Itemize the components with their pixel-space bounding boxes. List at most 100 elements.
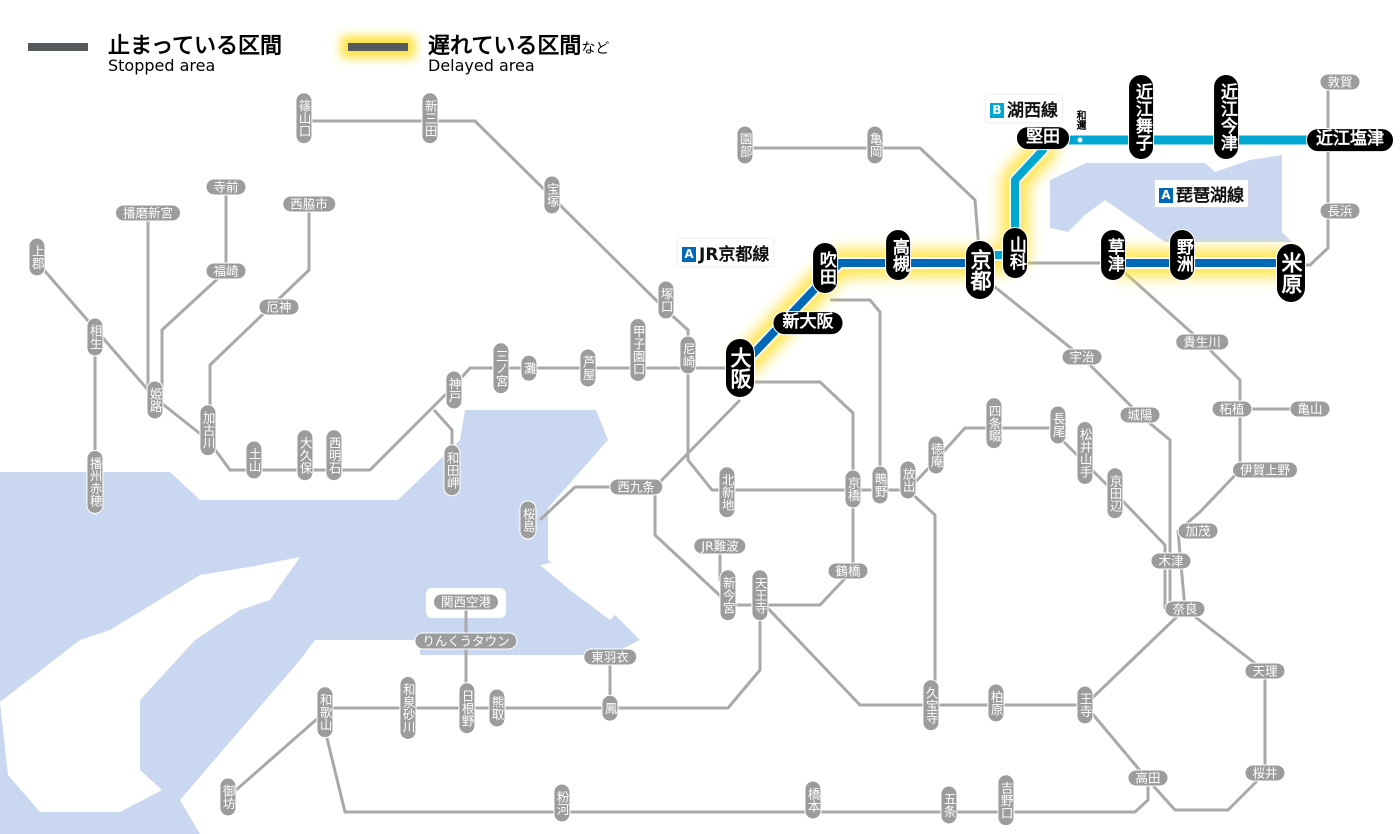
station-affected[interactable]: 大阪 [724, 338, 756, 398]
port-land [540, 560, 620, 620]
station-normal[interactable]: 京田辺 [1106, 467, 1124, 519]
station-normal[interactable]: 鴫野 [871, 465, 889, 505]
station-affected[interactable]: 新大阪 [772, 311, 844, 335]
station-normal[interactable]: 加古川 [199, 404, 217, 456]
station-normal[interactable]: りんくうタウン [414, 632, 518, 650]
station-normal[interactable]: 芦屋 [579, 348, 597, 388]
station-normal[interactable]: 四条畷 [985, 397, 1003, 449]
station-normal[interactable]: 熊取 [488, 688, 506, 728]
station-normal[interactable]: 鶴橋 [827, 562, 869, 580]
station-normal[interactable]: JR難波 [693, 537, 747, 555]
osaka-bay [0, 410, 640, 834]
station-normal[interactable]: 尼崎 [679, 335, 697, 375]
station-affected[interactable]: 吹田 [812, 242, 838, 294]
station-normal[interactable]: 徳庵 [927, 435, 945, 475]
station-normal[interactable]: 新三田 [421, 92, 439, 144]
station-normal[interactable]: 京橋 [844, 469, 862, 509]
station-normal[interactable]: 天王寺 [751, 569, 769, 621]
station-normal[interactable]: 播磨新宮 [114, 204, 182, 222]
station-normal[interactable]: 北新地 [718, 466, 736, 518]
station-affected[interactable]: 近江舞子 [1128, 74, 1154, 160]
station-normal[interactable]: 桜島 [519, 500, 537, 540]
station-normal[interactable]: 宝塚 [543, 175, 561, 215]
station-normal[interactable]: 加茂 [1177, 522, 1219, 540]
station-normal[interactable]: 土山 [245, 440, 263, 480]
station-normal[interactable]: 関西空港 [432, 593, 500, 611]
station-normal[interactable]: 橋本 [804, 780, 822, 820]
station-normal[interactable]: 西九条 [609, 478, 663, 496]
station-affected[interactable]: 米原 [1275, 243, 1307, 303]
station-affected[interactable]: 堅田 [1016, 126, 1070, 150]
station-normal[interactable]: 和泉砂川 [399, 676, 417, 740]
station-normal[interactable]: 天理 [1244, 662, 1286, 680]
station-normal[interactable]: 王寺 [1076, 685, 1094, 725]
station-normal[interactable]: 姫路 [146, 380, 164, 420]
station-normal[interactable]: 長尾 [1049, 405, 1067, 445]
station-normal[interactable]: 神戸 [445, 370, 463, 410]
delayed-label-suffix: など [581, 41, 610, 57]
station-normal[interactable]: 柏原 [987, 683, 1005, 723]
station-affected[interactable]: 高槻 [885, 229, 911, 281]
station-normal[interactable]: 寺前 [205, 178, 247, 196]
line-badge: A [1159, 188, 1173, 203]
station-normal[interactable]: 宇治 [1061, 348, 1103, 366]
station-normal[interactable]: 長浜 [1319, 202, 1361, 220]
station-affected[interactable]: 野洲 [1169, 229, 1195, 281]
station-normal[interactable]: 甲子園口 [629, 318, 647, 382]
station-normal[interactable]: 木津 [1150, 552, 1192, 570]
station-affected[interactable]: 近江塩津 [1306, 128, 1394, 152]
station-normal[interactable]: 高田 [1127, 769, 1169, 787]
station-normal[interactable]: 和田岬 [443, 444, 461, 496]
station-normal[interactable]: 御坊 [219, 777, 237, 817]
stopped-swatch [28, 43, 88, 51]
station-normal[interactable]: 奈良 [1164, 600, 1206, 618]
station-normal[interactable]: 日根野 [458, 682, 476, 734]
line-name: 琵琶湖線 [1176, 186, 1244, 206]
station-affected[interactable]: 近江今津 [1213, 74, 1239, 160]
station-normal[interactable]: 柘植 [1211, 400, 1253, 418]
station-normal[interactable]: 相生 [86, 317, 104, 357]
station-normal[interactable]: 貴生川 [1175, 333, 1229, 351]
station-normal[interactable]: 和歌山 [316, 686, 334, 738]
line-name: 湖西線 [1007, 101, 1058, 121]
nara-line [979, 273, 1172, 609]
kisei-line [227, 710, 326, 799]
station-normal[interactable]: 久宝寺 [922, 679, 940, 731]
minor-station-wani: 和邇 [1074, 110, 1085, 130]
station-normal[interactable]: 城陽 [1119, 406, 1161, 424]
station-normal[interactable]: 吉野口 [997, 774, 1015, 826]
station-normal[interactable]: 敦賀 [1319, 73, 1361, 91]
station-affected[interactable]: 山科 [1002, 227, 1028, 279]
station-normal[interactable]: 播州赤穂 [86, 450, 104, 514]
station-normal[interactable]: 亀岡 [866, 125, 884, 165]
station-normal[interactable]: 灘 [520, 354, 538, 382]
station-affected[interactable]: 草津 [1100, 229, 1126, 281]
station-normal[interactable]: 新今宮 [719, 569, 737, 621]
station-normal[interactable]: 大久保 [296, 429, 314, 481]
station-normal[interactable]: 園部 [736, 125, 754, 165]
station-normal[interactable]: 東羽衣 [583, 648, 637, 666]
station-normal[interactable]: 福崎 [205, 262, 247, 280]
stopped-label-jp: 止まっている区間 [108, 34, 283, 59]
station-normal[interactable]: 粉河 [553, 783, 571, 823]
station-normal[interactable]: 西脇市 [282, 195, 336, 213]
station-normal[interactable]: 松井山手 [1076, 421, 1094, 485]
station-normal[interactable]: 三ノ宮 [492, 342, 510, 394]
station-affected[interactable]: 京都 [964, 240, 996, 300]
station-normal[interactable]: 上郡 [28, 237, 46, 277]
station-normal[interactable]: 桜井 [1244, 764, 1286, 782]
gakkentoshi-east [906, 488, 937, 705]
station-normal[interactable]: 伊賀上野 [1231, 461, 1299, 479]
station-normal[interactable]: 五条 [940, 785, 958, 825]
station-normal[interactable]: 塚口 [657, 280, 675, 320]
station-normal[interactable]: 西明石 [325, 429, 343, 481]
station-normal[interactable]: 鳳 [601, 694, 619, 722]
station-normal[interactable]: 放出 [899, 460, 917, 500]
sagano-line [745, 146, 982, 263]
station-normal[interactable]: 篠山口 [295, 92, 313, 144]
station-normal[interactable]: 厄神 [258, 298, 300, 316]
station-normal[interactable]: 亀山 [1289, 400, 1331, 418]
